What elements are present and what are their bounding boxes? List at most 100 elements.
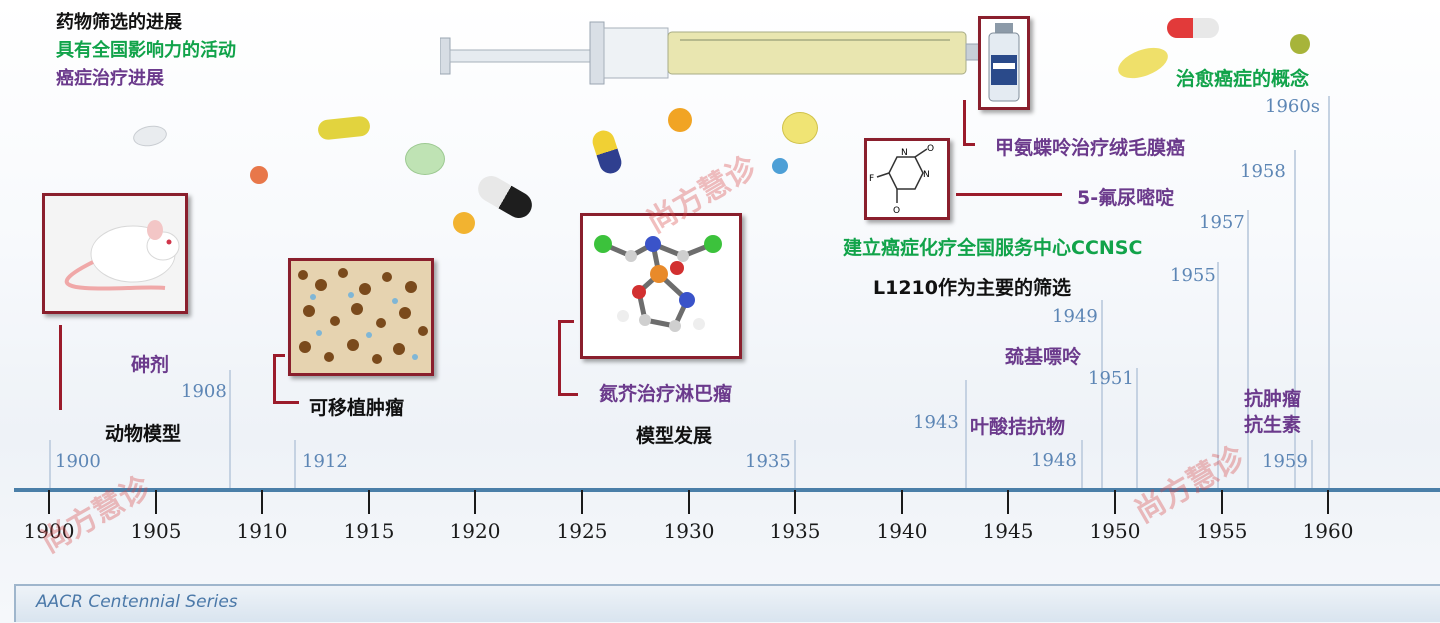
axis-tick-mark — [581, 490, 583, 514]
event-arsenic: 砷剂 — [131, 354, 170, 376]
pill-olive-icon — [1290, 34, 1310, 54]
guide-1912 — [294, 440, 296, 490]
axis-tick-mark — [48, 490, 50, 514]
tablet-yellow-icon — [782, 112, 818, 144]
axis-tick-label: 1920 — [449, 519, 501, 543]
guide-1951 — [1136, 368, 1138, 490]
pill-blue-icon — [772, 158, 788, 174]
connector-mustard-h2 — [558, 393, 578, 396]
guide-1935 — [794, 440, 796, 490]
pill-amber-icon — [453, 212, 475, 234]
connector-fu — [956, 193, 1062, 196]
event-model-development: 模型发展 — [636, 425, 713, 447]
axis-tick-label: 1935 — [769, 519, 821, 543]
connector-animal — [59, 325, 62, 410]
year-1943: 1943 — [913, 412, 959, 433]
syringe-icon — [440, 21, 1000, 85]
event-folate-antagonist: 叶酸拮抗物 — [970, 416, 1066, 438]
event-cure-concept: 治愈癌症的概念 — [1176, 68, 1310, 90]
axis-tick-label: 1905 — [130, 519, 182, 543]
connector-mtx-v — [963, 100, 966, 146]
axis-tick-mark — [368, 490, 370, 514]
year-1958: 1958 — [1240, 161, 1286, 182]
axis-tick-label: 1955 — [1196, 519, 1248, 543]
tissue-image — [288, 258, 434, 376]
timeline-axis — [14, 488, 1440, 492]
axis-tick-label: 1940 — [876, 519, 928, 543]
event-mercaptopurine: 巯基嘌呤 — [1005, 346, 1082, 368]
connector-transplant-h — [273, 354, 285, 357]
guide-1943 — [965, 380, 967, 490]
axis-tick-label: 1915 — [343, 519, 395, 543]
event-l1210: L1210作为主要的筛选 — [873, 277, 1071, 299]
axis-tick-mark — [688, 490, 690, 514]
axis-tick-label: 1945 — [982, 519, 1034, 543]
connector-mustard-v — [558, 320, 561, 396]
axis-tick-mark — [474, 490, 476, 514]
guide-1959 — [1311, 440, 1313, 490]
legend-national: 具有全国影响力的活动 — [56, 40, 236, 61]
year-1960s: 1960s — [1265, 96, 1321, 117]
connector-mustard-h — [558, 320, 574, 323]
legend-screening: 药物筛选的进展 — [56, 12, 182, 33]
axis-tick-label: 1930 — [663, 519, 715, 543]
legend: 药物筛选的进展 具有全国影响力的活动 癌症治疗进展 — [56, 8, 236, 90]
year-1948: 1948 — [1031, 450, 1077, 471]
axis-tick-label: 1925 — [556, 519, 608, 543]
guide-1948 — [1081, 440, 1083, 490]
guide-1949 — [1101, 300, 1103, 490]
year-1935: 1935 — [745, 451, 791, 472]
connector-transplant-v — [273, 354, 276, 404]
atom-o2-label: O — [893, 206, 900, 216]
axis-tick-mark — [901, 490, 903, 514]
capsule-red-icon — [1167, 18, 1219, 38]
axis-tick-mark — [1327, 490, 1329, 514]
footer-series-label: AACR Centennial Series — [36, 592, 238, 612]
event-methotrexate: 甲氨蝶呤治疗绒毛膜癌 — [995, 137, 1186, 159]
guide-1900 — [49, 440, 51, 490]
atom-o1-label: O — [927, 144, 934, 154]
atom-n2-label: N — [923, 170, 930, 180]
fluorouracil-structure-image: N N O O F — [864, 138, 950, 220]
connector-mtx-h — [963, 143, 975, 146]
year-1955: 1955 — [1170, 265, 1216, 286]
event-transplant-tumor: 可移植肿瘤 — [309, 397, 405, 419]
year-1912: 1912 — [302, 451, 348, 472]
pill-orange-icon — [250, 166, 268, 184]
year-1949: 1949 — [1052, 306, 1098, 327]
axis-tick-mark — [1007, 490, 1009, 514]
atom-n1-label: N — [901, 148, 908, 158]
tablet-green-icon — [405, 143, 445, 175]
guide-1957 — [1247, 210, 1249, 490]
mouse-image — [42, 193, 188, 314]
guide-1958 — [1294, 150, 1296, 490]
axis-tick-mark — [155, 490, 157, 514]
axis-tick-label: 1910 — [236, 519, 288, 543]
footer-band — [14, 584, 1440, 622]
axis-tick-mark — [794, 490, 796, 514]
atom-f-label: F — [869, 174, 874, 184]
year-1951: 1951 — [1088, 368, 1134, 389]
axis-tick-mark — [1114, 490, 1116, 514]
event-antitumor-antibiotics-line1: 抗肿瘤 — [1244, 388, 1302, 410]
year-1957: 1957 — [1199, 212, 1245, 233]
molecule-image — [580, 213, 742, 359]
axis-tick-mark — [261, 490, 263, 514]
year-1908: 1908 — [181, 381, 227, 402]
year-1959: 1959 — [1262, 451, 1308, 472]
event-antitumor-antibiotics-line2: 抗生素 — [1244, 414, 1302, 436]
connector-transplant-h2 — [273, 401, 299, 404]
event-nitrogen-mustard: 氮芥治疗淋巴瘤 — [599, 383, 733, 405]
event-fluorouracil: 5-氟尿嘧啶 — [1077, 187, 1175, 209]
pill-gold-icon — [668, 108, 692, 132]
event-ccnsc: 建立癌症化疗全国服务中心CCNSC — [843, 237, 1143, 259]
axis-tick-label: 1900 — [23, 519, 75, 543]
year-1900: 1900 — [55, 451, 101, 472]
axis-tick-label: 1960 — [1302, 519, 1354, 543]
guide-1955 — [1217, 262, 1219, 490]
vial-image — [978, 16, 1030, 110]
event-animal-model: 动物模型 — [105, 423, 182, 445]
guide-1960s — [1328, 96, 1330, 490]
guide-1908 — [229, 370, 231, 490]
axis-tick-label: 1950 — [1089, 519, 1141, 543]
